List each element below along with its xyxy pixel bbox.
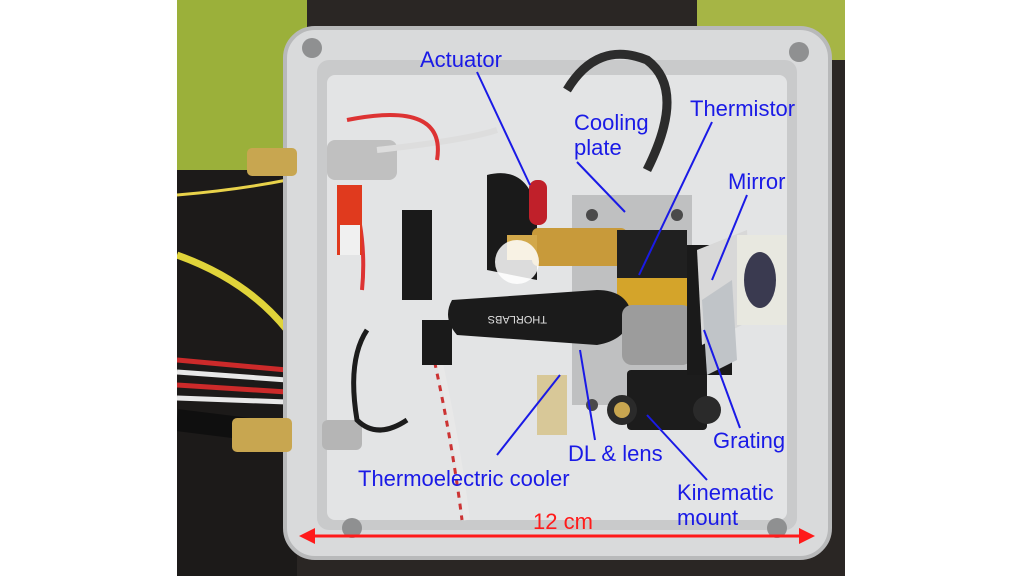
label-thermoelectric-cooler: Thermoelectric cooler [358, 466, 570, 491]
thorlabs-engraving: THORLABS [488, 313, 547, 325]
grating-pointer [703, 329, 741, 429]
label-cooling-plate-line2: plate [574, 135, 622, 160]
scale-arrow-right [799, 528, 815, 544]
label-kinematic-mount: Kinematic mount [677, 480, 807, 530]
cooling-plate-pointer [576, 161, 626, 213]
scale-arrow-left [299, 528, 315, 544]
thermistor-pointer [638, 121, 713, 276]
photo-illustration: THORLABS [177, 0, 845, 576]
dl-lens-pointer [579, 349, 596, 441]
label-cooling-plate: Cooling plate [574, 110, 684, 160]
label-dl-lens: DL & lens [568, 441, 663, 466]
label-actuator: Actuator [420, 47, 502, 72]
label-thermistor: Thermistor [690, 96, 796, 121]
label-cooling-plate-line1: Cooling [574, 110, 649, 135]
label-kinematic-line2: mount [677, 505, 739, 530]
mirror-pointer [711, 194, 748, 281]
actuator-pointer [476, 71, 531, 186]
label-grating: Grating [713, 428, 786, 453]
label-kinematic-line1: Kinematic [677, 480, 774, 505]
label-mirror: Mirror [728, 169, 786, 194]
scale-label: 12 cm [533, 509, 593, 534]
annotation-lines [299, 71, 815, 544]
kinematic-pointer [646, 414, 708, 481]
tec-pointer [496, 374, 561, 456]
laser-enclosure-photo: THORLABS [177, 0, 845, 576]
